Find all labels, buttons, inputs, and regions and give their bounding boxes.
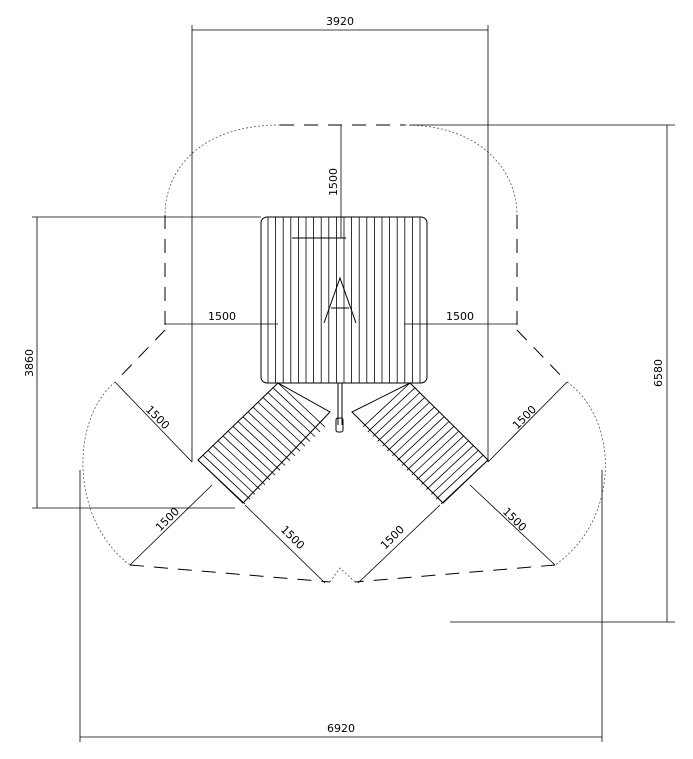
slat: [421, 440, 469, 486]
right-ramp: [351, 382, 489, 505]
dimension-overall-width: 6920: [79, 470, 603, 742]
center-post: [292, 237, 357, 433]
slat: [387, 406, 435, 452]
slat: [257, 401, 306, 447]
slat: [277, 382, 326, 428]
dimension-clearances: 1500 1500 1500 1500 1500 1500 1500 1500 …: [114, 125, 568, 584]
dim-label-right-arm-lower: 1500: [500, 505, 529, 534]
slat: [391, 411, 440, 457]
slat: [396, 416, 445, 461]
dim-label-clearance-right: 1500: [446, 310, 474, 323]
slat: [247, 411, 296, 457]
dim-label-left-bottom: 1500: [278, 523, 307, 552]
slat: [401, 421, 450, 466]
slat: [382, 401, 430, 447]
slat: [232, 426, 281, 471]
slat: [426, 445, 474, 490]
dim-label-overall-height: 6580: [652, 359, 665, 387]
platform-deck: [260, 216, 428, 384]
slat: [217, 440, 266, 486]
slat: [372, 392, 421, 437]
slat: [440, 459, 489, 505]
dimension-overall-height: 6580: [410, 124, 675, 623]
slat: [262, 397, 311, 442]
dim-label-overall-width: 6920: [327, 722, 355, 735]
slat: [435, 454, 484, 500]
slat: [377, 397, 425, 442]
slat: [430, 450, 479, 495]
dim-label-left-arm-lower: 1500: [153, 505, 182, 534]
dimension-top-width: 3920: [191, 15, 489, 462]
dim-label-clearance-top: 1500: [327, 168, 340, 196]
slat: [212, 445, 261, 490]
slat: [416, 435, 464, 481]
dim-label-platform-depth: 3860: [23, 349, 36, 377]
slat: [207, 450, 256, 495]
dim-label-left-arm-upper: 1500: [143, 403, 172, 432]
dim-label-right-arm-upper: 1500: [510, 403, 539, 432]
slat: [406, 426, 455, 471]
dim-label-top-width: 3920: [326, 15, 354, 28]
dim-label-clearance-left: 1500: [208, 310, 236, 323]
slat: [222, 435, 271, 481]
safety-zone-outline: [82, 124, 606, 583]
dimension-platform-depth: 3860: [23, 216, 261, 509]
slat: [362, 382, 411, 428]
slat: [237, 421, 286, 466]
slat: [227, 430, 276, 476]
slat: [267, 392, 316, 437]
slat: [367, 387, 416, 433]
dim-label-right-bottom: 1500: [378, 523, 407, 552]
slat: [197, 459, 246, 505]
slat: [252, 406, 301, 452]
slat: [411, 430, 460, 476]
left-ramp: [197, 382, 331, 505]
slat: [272, 387, 321, 433]
slat: [202, 454, 251, 500]
slat: [242, 416, 291, 461]
